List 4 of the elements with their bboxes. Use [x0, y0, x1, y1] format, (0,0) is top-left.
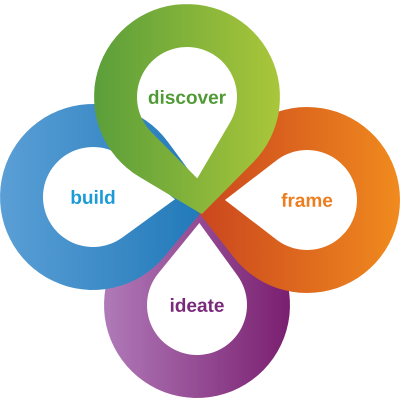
petal-ring: frame: [281, 193, 332, 207]
petal-ring: ideate: [170, 298, 224, 312]
petal-ring: discover: [148, 90, 226, 104]
petal-ring: build: [72, 190, 114, 204]
